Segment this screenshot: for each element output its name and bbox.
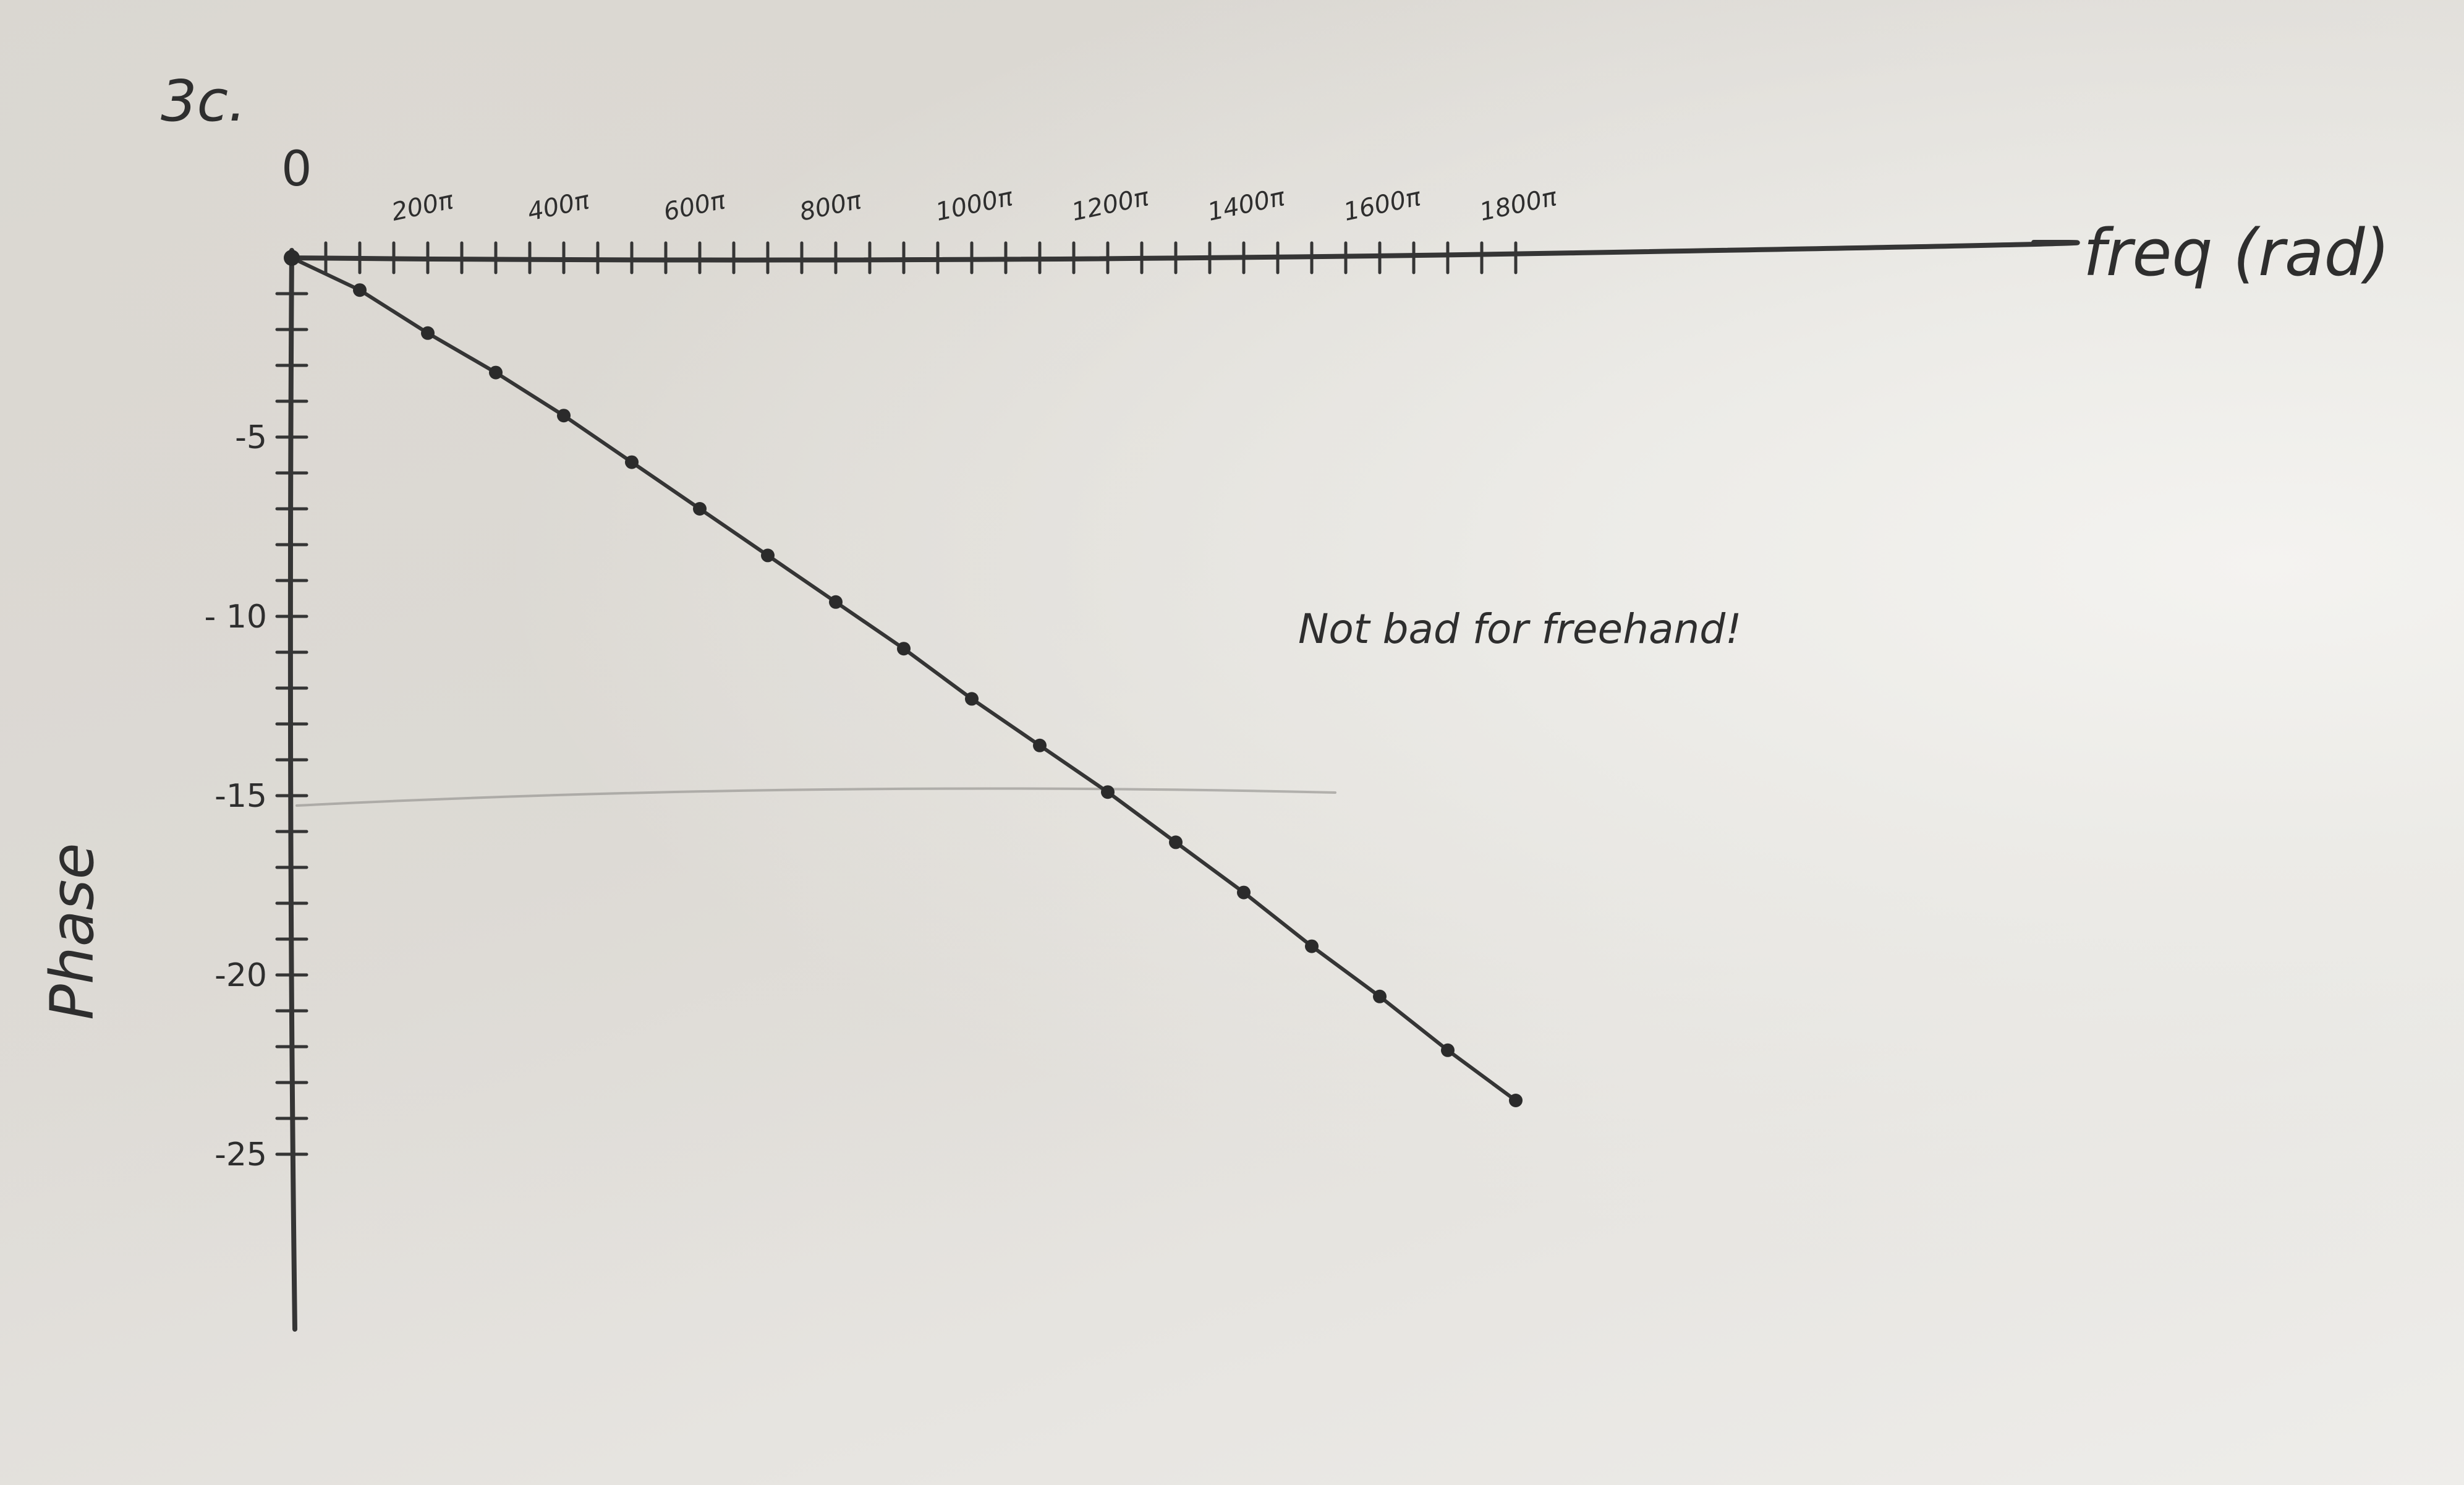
freehand-note: Not bad for freehand! [1298, 605, 1742, 653]
y-axis-line [287, 248, 297, 1332]
phase-series-retrace [294, 259, 1521, 1104]
x-axis-line [284, 239, 2080, 263]
x-tick-label: 800π [797, 186, 865, 227]
data-point [1373, 989, 1387, 1003]
data-point [1237, 885, 1251, 900]
data-point [1169, 835, 1183, 849]
data-point [489, 365, 503, 380]
faint-guideline [295, 787, 1336, 807]
data-point [1101, 785, 1115, 799]
x-tick-label: 1800π [1477, 182, 1560, 226]
data-point [897, 642, 911, 656]
phase-series-line [290, 256, 1518, 1102]
x-axis-title: freq (rad) [2083, 215, 2390, 291]
origin-label: 0 [281, 142, 312, 197]
x-tick-label: 400π [525, 186, 593, 227]
data-point [761, 548, 775, 563]
problem-label: 3c. [161, 68, 246, 134]
data-point [557, 409, 571, 423]
y-tick-label: -15 [215, 778, 267, 815]
x-tick-label: 1000π [933, 182, 1016, 226]
x-tick-label: 200π [389, 186, 457, 227]
y-tick-label: -20 [215, 957, 267, 994]
data-point [1509, 1094, 1523, 1107]
data-point [284, 250, 300, 266]
data-point [1441, 1043, 1455, 1057]
x-tick-label: 1200π [1069, 182, 1152, 226]
data-point [1033, 738, 1047, 752]
data-point [421, 326, 435, 340]
data-point [625, 455, 639, 469]
y-tick-label: -25 [215, 1136, 267, 1173]
data-point [1305, 939, 1319, 953]
y-axis-title: Phase [38, 843, 107, 1020]
y-tick-label: -5 [235, 419, 267, 456]
data-point [353, 283, 367, 297]
y-tick-label: - 10 [205, 598, 267, 636]
data-point [693, 502, 707, 516]
data-point [965, 692, 979, 706]
x-tick-label: 1400π [1205, 182, 1288, 226]
x-tick-label: 1600π [1341, 182, 1424, 226]
data-point [829, 595, 843, 609]
x-tick-label: 600π [661, 186, 729, 227]
